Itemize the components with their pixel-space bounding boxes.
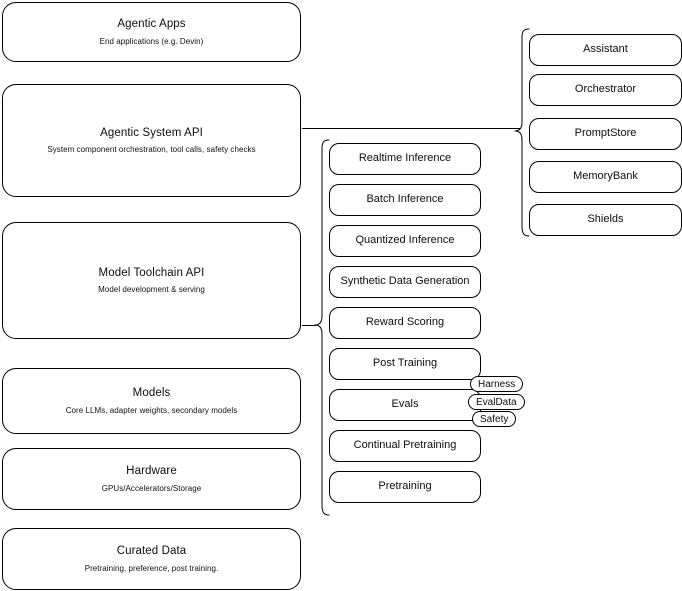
brace-capabilities <box>314 139 330 516</box>
component-box-assistant[interactable]: Assistant <box>529 34 682 66</box>
capability-box-synthetic-data-generation[interactable]: Synthetic Data Generation <box>329 266 481 298</box>
layer-box-hardware[interactable]: Hardware GPUs/Accelerators/Storage <box>2 448 301 510</box>
layer-title: Agentic System API <box>100 126 203 139</box>
capability-label: Quantized Inference <box>355 234 455 247</box>
component-label: Shields <box>587 213 624 226</box>
capability-box-batch-inference[interactable]: Batch Inference <box>329 184 481 216</box>
brace-system-components <box>514 28 530 237</box>
eval-chip-label: EvalData <box>476 396 517 408</box>
layer-box-curated-data[interactable]: Curated Data Pretraining, preference, po… <box>2 528 301 590</box>
capability-label: Continual Pretraining <box>353 439 457 452</box>
eval-chip-safety[interactable]: Safety <box>472 411 517 427</box>
capability-box-pretraining[interactable]: Pretraining <box>329 471 481 503</box>
component-label: Assistant <box>583 43 628 56</box>
layer-subtitle: Core LLMs, adapter weights, secondary mo… <box>65 405 238 415</box>
layer-box-models[interactable]: Models Core LLMs, adapter weights, secon… <box>2 368 301 434</box>
layer-subtitle: Model development & serving <box>98 285 205 295</box>
eval-chip-harness[interactable]: Harness <box>470 376 524 392</box>
capability-box-reward-scoring[interactable]: Reward Scoring <box>329 307 481 339</box>
capability-box-quantized-inference[interactable]: Quantized Inference <box>329 225 481 257</box>
connector-line-system-api-to-components <box>302 128 520 129</box>
capability-box-post-training[interactable]: Post Training <box>329 348 481 380</box>
eval-chip-evaldata[interactable]: EvalData <box>468 394 525 410</box>
capability-label: Batch Inference <box>366 193 444 206</box>
layer-title: Model Toolchain API <box>98 266 205 279</box>
layer-title: Models <box>132 387 171 400</box>
eval-chip-label: Harness <box>478 378 516 390</box>
layer-subtitle: Pretraining, preference, post training. <box>84 563 219 573</box>
capability-label: Reward Scoring <box>365 316 445 329</box>
layer-box-agentic-system-api[interactable]: Agentic System API System component orch… <box>2 84 301 197</box>
capability-label: Post Training <box>372 357 438 370</box>
component-box-promptstore[interactable]: PromptStore <box>529 118 682 150</box>
capability-box-continual-pretraining[interactable]: Continual Pretraining <box>329 430 481 462</box>
layer-title: Curated Data <box>116 545 187 558</box>
layer-subtitle: System component orchestration, tool cal… <box>47 145 256 155</box>
component-label: PromptStore <box>574 127 637 140</box>
capability-label: Realtime Inference <box>358 152 452 165</box>
capability-box-evals[interactable]: Evals <box>329 389 481 421</box>
eval-chip-label: Safety <box>480 413 509 425</box>
layer-box-model-toolchain-api[interactable]: Model Toolchain API Model development & … <box>2 222 301 339</box>
component-label: Orchestrator <box>574 83 637 96</box>
connector-line-toolchain-to-capabilities <box>302 325 316 326</box>
component-box-memorybank[interactable]: MemoryBank <box>529 161 682 193</box>
capability-box-realtime-inference[interactable]: Realtime Inference <box>329 143 481 175</box>
layer-subtitle: End applications (e.g. Devin) <box>99 36 204 46</box>
layer-box-agentic-apps[interactable]: Agentic Apps End applications (e.g. Devi… <box>2 2 301 62</box>
component-box-shields[interactable]: Shields <box>529 204 682 236</box>
layer-subtitle: GPUs/Accelerators/Storage <box>101 483 202 493</box>
capability-label: Synthetic Data Generation <box>340 275 470 288</box>
component-box-orchestrator[interactable]: Orchestrator <box>529 74 682 106</box>
layer-title: Hardware <box>126 465 177 478</box>
capability-label: Evals <box>391 398 419 411</box>
capability-label: Pretraining <box>378 480 432 493</box>
layer-title: Agentic Apps <box>117 18 186 31</box>
component-label: MemoryBank <box>573 170 638 183</box>
